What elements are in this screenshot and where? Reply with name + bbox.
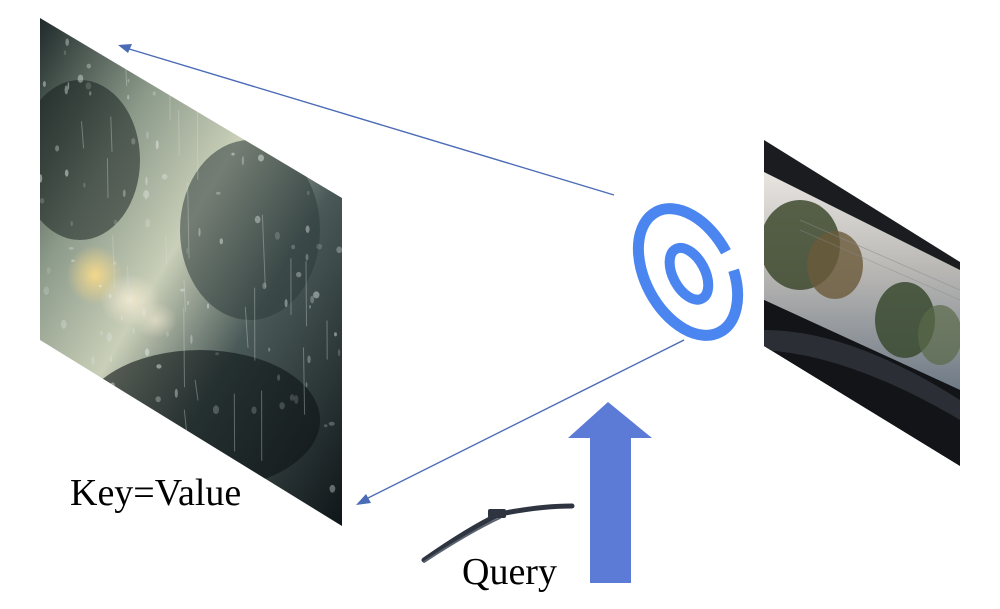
- query-arrow: [568, 402, 652, 583]
- arrow-camera-to-key-bottom: [356, 339, 685, 505]
- query-label: Query: [462, 551, 557, 593]
- camera-lens-icon: [632, 203, 744, 341]
- dashcam-road-image: [764, 140, 960, 466]
- key-value-label: Key=Value: [70, 472, 242, 514]
- rainy-window-image: [40, 18, 342, 526]
- wiper-blade-icon: [421, 503, 575, 563]
- arrow-camera-to-key-top: [118, 44, 615, 196]
